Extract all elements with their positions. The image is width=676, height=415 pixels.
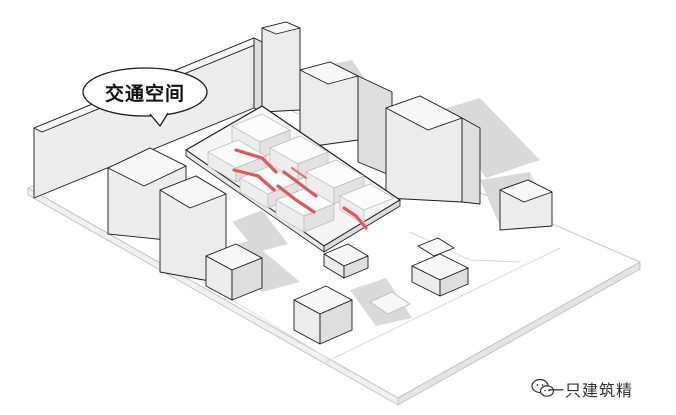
circulation-path <box>232 168 276 192</box>
building-right-tall <box>385 95 481 205</box>
building-front-center <box>293 243 369 345</box>
wechat-icon <box>531 378 555 397</box>
circulation-paths <box>232 148 368 230</box>
building-far-right <box>499 179 553 231</box>
building-left-front <box>107 147 227 285</box>
building-front-left <box>205 243 263 301</box>
callout-label: 交通空间 <box>104 83 185 105</box>
building-right-back <box>299 61 393 177</box>
circulation-path <box>342 206 368 230</box>
watermark-text: 一只建筑精 <box>548 381 634 400</box>
circulation-path <box>234 148 278 174</box>
building-front-right <box>369 237 469 315</box>
complex-stepped-boxes <box>207 113 395 233</box>
building-top-tower <box>261 21 301 113</box>
watermark: 一只建筑精 <box>548 377 633 401</box>
circulation-path <box>290 166 308 180</box>
callout-bubble <box>82 67 208 127</box>
circulation-path <box>282 170 318 198</box>
circulation-path <box>276 184 316 214</box>
